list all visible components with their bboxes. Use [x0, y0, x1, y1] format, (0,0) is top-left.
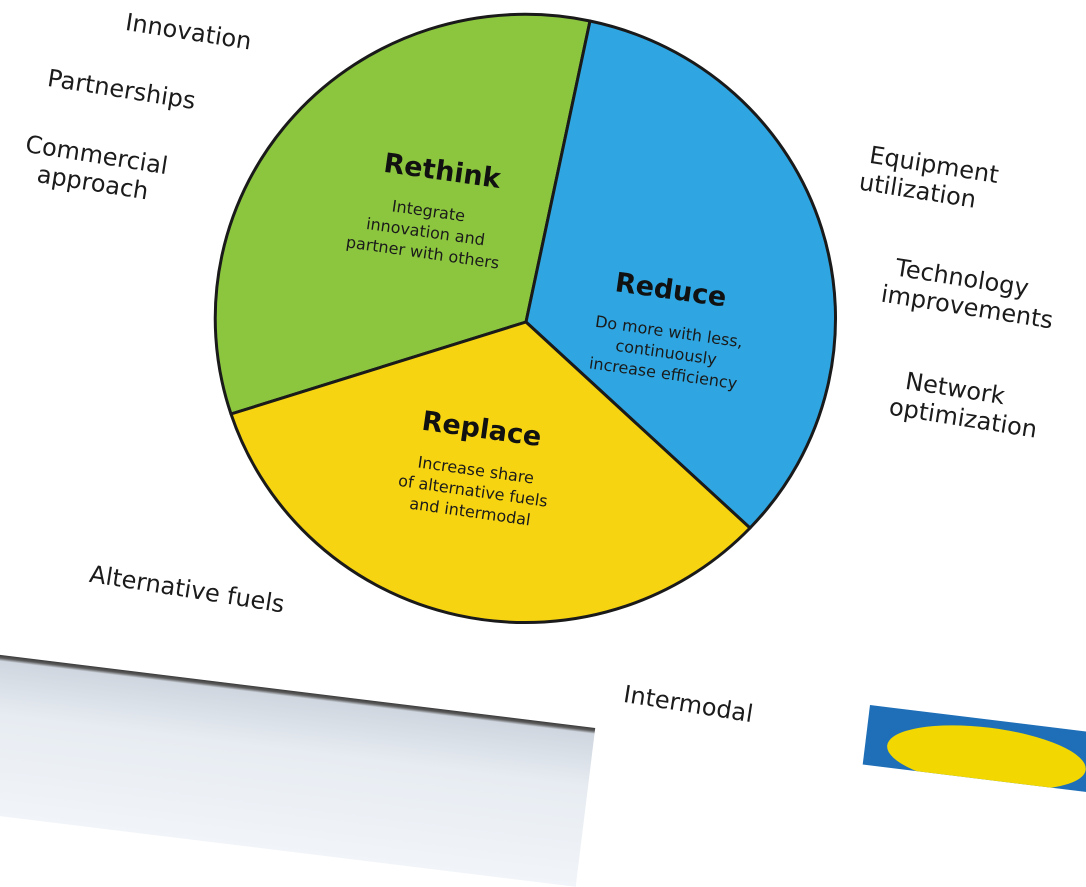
- segment-replace: [229, 320, 752, 625]
- segment-reduce: [524, 19, 838, 530]
- diagram-stage: Rethink Integrate innovation and partner…: [0, 8, 1086, 887]
- segment-rethink: [213, 12, 592, 416]
- strategy-wheel: Rethink Integrate innovation and partner…: [213, 12, 838, 625]
